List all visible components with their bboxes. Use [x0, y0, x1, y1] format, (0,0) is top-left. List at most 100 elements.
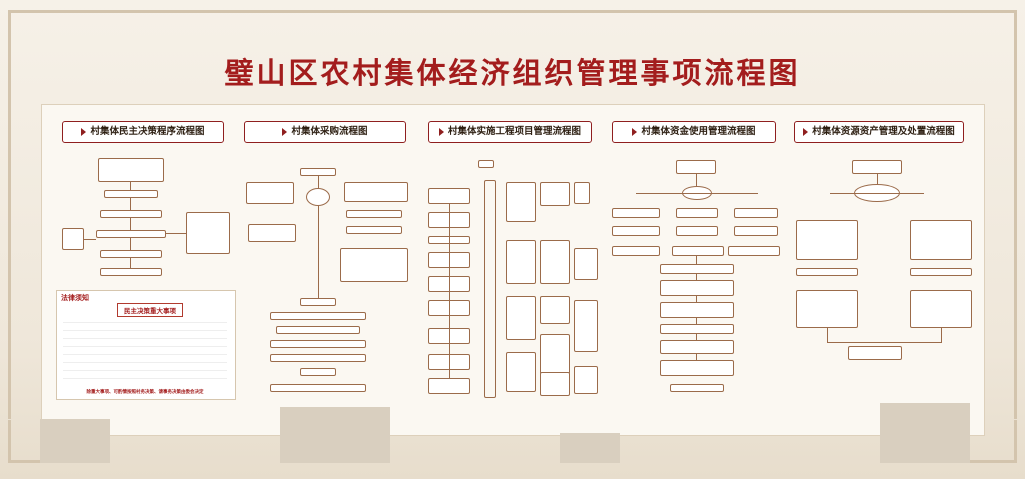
flow-connector — [84, 239, 96, 240]
flow-node — [270, 354, 366, 362]
column-title-assets: 村集体资源资产管理及处置流程图 — [794, 121, 964, 143]
flow-connector — [449, 204, 450, 378]
flow-node — [276, 326, 360, 334]
flow-node — [676, 226, 718, 236]
title-marker-icon — [438, 127, 444, 136]
flow-node — [540, 372, 570, 396]
legal-row — [63, 373, 227, 379]
column-title-text: 村集体采购流程图 — [291, 126, 368, 137]
legal-notice-heading: 民主决策重大事项 — [117, 303, 183, 317]
flow-node — [506, 182, 536, 222]
flow-node — [848, 346, 902, 360]
flow-node — [300, 298, 336, 306]
poster-title: 璧山区农村集体经济组织管理事项流程图 — [224, 56, 801, 90]
flow-node — [428, 188, 470, 204]
frame-corner-bottom-left — [8, 420, 71, 463]
column-title-decision: 村集体民主决策程序流程图 — [62, 121, 224, 143]
skyline-building-decoration — [280, 407, 390, 463]
skyline-building-decoration — [560, 433, 620, 463]
flow-node — [98, 158, 164, 182]
legal-row — [63, 357, 227, 363]
flow-note-box — [796, 220, 858, 260]
flow-node — [676, 160, 716, 174]
flow-node — [660, 264, 734, 274]
title-marker-icon — [632, 127, 638, 136]
flow-note-box — [344, 182, 408, 202]
flow-note-box — [796, 290, 858, 328]
column-title-text: 村集体民主决策程序流程图 — [90, 126, 205, 137]
column-title-text: 村集体资源资产管理及处置流程图 — [812, 126, 955, 137]
flow-node — [734, 208, 778, 218]
flow-node — [574, 366, 598, 394]
flow-connector — [318, 206, 319, 298]
frame-corner-bottom-right — [954, 420, 1017, 463]
flow-connector — [696, 174, 697, 186]
legal-row — [63, 349, 227, 355]
flow-node — [660, 324, 734, 334]
flow-node — [672, 246, 724, 256]
legal-row — [63, 365, 227, 371]
flow-node — [676, 208, 718, 218]
legal-row — [63, 317, 227, 323]
flow-node — [660, 340, 734, 354]
flow-note-box — [910, 290, 972, 328]
flow-node — [96, 230, 166, 238]
legal-notice-footer: 除重大事项、可酌情按照村务决策、请事务决策由委会决定 — [86, 390, 204, 395]
flow-node — [300, 368, 336, 376]
flow-node — [100, 250, 162, 258]
flow-connector — [130, 238, 131, 250]
flow-connector — [130, 182, 131, 190]
flow-decision-node — [306, 188, 330, 206]
flow-node — [796, 268, 858, 276]
frame-right-border — [1014, 46, 1017, 419]
flow-node — [670, 384, 724, 392]
flow-node — [574, 182, 590, 204]
flow-node — [612, 246, 660, 256]
column-title-project: 村集体实施工程项目管理流程图 — [428, 121, 592, 143]
flow-node — [428, 378, 470, 394]
flow-node — [734, 226, 778, 236]
legal-notice-tag: 法律须知 — [61, 294, 89, 302]
flow-node — [104, 190, 158, 198]
flow-node — [506, 296, 536, 340]
column-title-funds: 村集体资金使用管理流程图 — [612, 121, 776, 143]
flow-connector — [877, 174, 878, 184]
frame-corner-top-right — [954, 10, 1017, 49]
column-title-text: 村集体资金使用管理流程图 — [641, 126, 756, 137]
flow-node — [660, 302, 734, 318]
flow-connector — [166, 233, 186, 234]
flow-connector — [636, 193, 758, 194]
flow-node — [506, 352, 536, 392]
flow-connector — [130, 198, 131, 210]
flow-connector — [827, 328, 828, 342]
column-title-text: 村集体实施工程项目管理流程图 — [447, 126, 581, 137]
flow-node — [270, 340, 366, 348]
flow-node — [540, 240, 570, 284]
flow-node — [100, 210, 162, 218]
title-marker-icon — [803, 127, 809, 136]
flow-node — [574, 248, 598, 280]
legal-row — [63, 341, 227, 347]
frame-left-border — [8, 46, 11, 419]
flow-node — [100, 268, 162, 276]
flow-note-box — [340, 248, 408, 282]
frame-top-border — [68, 10, 957, 13]
flow-node — [728, 246, 780, 256]
skyline-building-decoration — [40, 419, 110, 463]
skyline-building-decoration — [880, 403, 970, 463]
legal-row — [63, 333, 227, 339]
flow-node — [852, 160, 902, 174]
flow-node — [478, 160, 494, 168]
flow-node — [540, 182, 570, 206]
flow-node — [346, 226, 402, 234]
flow-node — [574, 300, 598, 352]
flow-connector — [130, 218, 131, 230]
title-marker-icon — [282, 127, 288, 136]
flow-note-box — [910, 220, 972, 260]
title-marker-icon — [81, 127, 87, 136]
legal-row — [63, 325, 227, 331]
column-title-purchase: 村集体采购流程图 — [244, 121, 406, 143]
flow-node — [540, 334, 570, 374]
flow-connector — [827, 342, 942, 343]
